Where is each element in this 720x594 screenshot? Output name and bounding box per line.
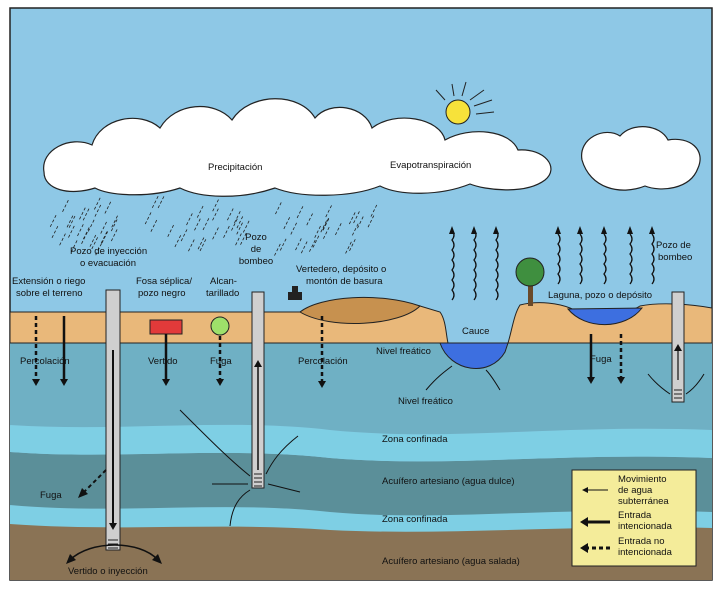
legend-item2-line2: intencionada: [618, 521, 673, 532]
label-pozo-bombeo-1c: bombeo: [239, 256, 273, 267]
label-pozo-inyeccion-1: Pozo de inyección: [70, 246, 147, 257]
label-vertedero-1: Vertedero, depósito o: [296, 264, 386, 275]
label-pozo-bombeo-2a: Pozo de: [656, 240, 691, 251]
label-nivel-freatico-2: Nivel freático: [398, 396, 453, 407]
legend-item3-line2: intencionada: [618, 547, 673, 558]
label-acuifero-dulce: Acuífero artesiano (agua dulce): [382, 476, 515, 487]
label-fuga-1: Fuga: [210, 356, 232, 367]
label-laguna: Laguna, pozo o depósito: [548, 290, 652, 301]
label-vertedero-2: montón de basura: [306, 276, 383, 287]
legend-item1-line1: Movimiento: [618, 474, 667, 485]
label-alcan-1: Alcan-: [210, 276, 237, 287]
label-pozo-inyeccion-2: o evacuación: [80, 258, 136, 269]
legend-item1-line3: subterránea: [618, 496, 669, 507]
legend-item2-line1: Entrada: [618, 510, 652, 521]
label-pozo-bombeo-1b: de: [251, 244, 262, 255]
label-vertido: Vertido: [148, 356, 178, 367]
label-acuifero-salada: Acuífero artesiano (agua salada): [382, 556, 520, 567]
label-fosa-2: pozo negro: [138, 288, 186, 299]
label-extension-2: sobre el terreno: [16, 288, 83, 299]
septic-tank-icon: [150, 320, 182, 334]
label-fosa-1: Fosa séplica/: [136, 276, 192, 287]
label-pozo-bombeo-1a: Pozo: [245, 232, 267, 243]
label-fuga-2: Fuga: [590, 354, 612, 365]
label-fuga-3: Fuga: [40, 490, 62, 501]
label-cauce: Cauce: [462, 326, 489, 337]
legend: Movimiento de agua subterránea Entrada i…: [572, 470, 696, 566]
label-extension-1: Extensión o riego: [12, 276, 85, 287]
sewer-leak-icon: [211, 317, 229, 335]
label-percolacion-1: Percolación: [20, 356, 70, 367]
label-zona-confinada-2: Zona confinada: [382, 514, 448, 525]
label-precipitacion: Precipitación: [208, 162, 262, 173]
label-pozo-bombeo-2b: bombeo: [658, 252, 692, 263]
legend-item1-line2: de agua: [618, 485, 653, 496]
label-vertido-inyeccion: Vertido o inyección: [68, 566, 148, 577]
label-alcan-2: tarillado: [206, 288, 239, 299]
label-percolacion-2: Percolación: [298, 356, 348, 367]
label-zona-confinada-1: Zona confinada: [382, 434, 448, 445]
label-nivel-freatico-1: Nivel freático: [376, 346, 431, 357]
legend-item3-line1: Entrada no: [618, 536, 664, 547]
label-evapotranspiracion: Evapotranspiración: [390, 160, 471, 171]
